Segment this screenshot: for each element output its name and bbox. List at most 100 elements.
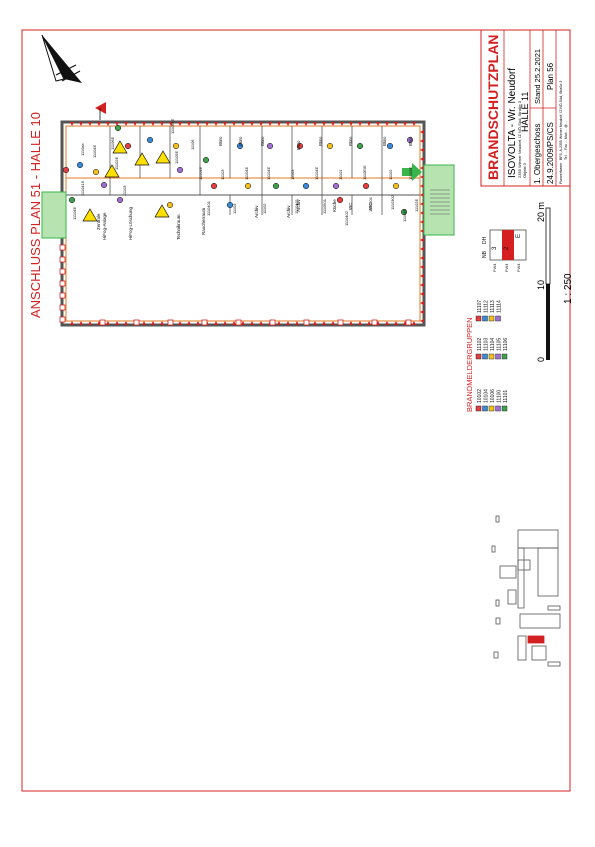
hazard-mark [205,122,209,126]
hazard-mark [376,122,380,126]
hazard-mark [367,122,371,126]
hazard-mark [420,265,424,269]
hazard-mark [420,211,424,215]
brandmelder-id: 11112 [484,300,490,313]
hazard-edge [59,122,424,326]
detector-id-label: 11104E [266,166,271,180]
hazard-mark [124,122,128,126]
detector-icon [482,405,488,412]
floor-label: 1. Obergeschoss [533,124,542,184]
hazard-mark [420,193,424,197]
footer-line-1: BFS, A-2355 Wiener Neudorf, IZ NÖ-Süd, S… [559,81,563,160]
room-label: HiFog-Anlage [102,212,107,240]
hazard-mark [187,122,191,126]
hazard-mark [313,122,317,126]
hazard-mark [259,122,263,126]
detector-icon [114,124,122,132]
detector-icon [210,182,218,190]
hazard-mark [412,122,416,126]
warning-triangle-icon [155,150,171,164]
hazard-mark [286,122,290,126]
brandmelder-id: 11106 [503,338,509,351]
hazard-mark [277,122,281,126]
detector-id-label: 11103 [220,169,225,180]
hazard-mark [178,321,182,325]
detector-id-label: 11104E [198,166,203,180]
warning-triangle-icon [82,208,98,222]
hazard-mark [178,122,182,126]
company-name: ISOVOLTA - Wr. Neudorf [507,68,518,178]
detector-icon [488,353,495,360]
detector-id-label: 1110402 [344,210,349,226]
stand-label: Stand 25.2.2021 [533,49,542,104]
room-label: Archiv [296,199,301,212]
hazard-mark [187,321,191,325]
detector-id-label: 11101 [338,169,343,180]
detector-icon [475,315,482,322]
scale-ratio: 1 : 250 [563,273,574,304]
detector-icon [172,142,180,150]
detector-icon [482,353,488,360]
scale-bar: 0 10 20 m 1 : 250 [536,202,574,362]
room-label: Küche [332,199,337,212]
nb-header: DH [482,236,488,244]
door-mark [59,244,66,251]
detector-id-label: 1110501 [322,198,327,214]
hazard-mark [420,229,424,233]
hazard-mark [313,321,317,325]
outline-route [65,125,421,322]
hazard-mark [97,122,101,126]
detector-icon [62,166,70,174]
hazard-mark [115,321,119,325]
detector-id-label: 1110E/E [362,165,367,180]
hazard-mark [79,122,83,126]
hazard-mark [214,321,218,325]
detector-id-label: 11104E [72,206,77,220]
door-mark [59,316,66,323]
plan-number: Plan 56 [546,62,555,90]
hazard-mark [88,321,92,325]
footer-line-2: Tel. ... Fax ... Mail ... @... [564,121,568,160]
room-label: Büro [238,136,243,146]
hazard-mark [106,321,110,325]
hazard-mark [394,122,398,126]
detector-id-label: 111051E [170,118,175,134]
hazard-mark [268,122,272,126]
hazard-mark [250,122,254,126]
hazard-mark [420,148,424,152]
brandmelder-id: 11103 [484,338,490,351]
detector-icon [76,161,84,169]
room-label: Zentrale [96,213,101,230]
hazard-mark [331,122,335,126]
detector-id-label: 1110401 [294,198,299,214]
brandmelder-id: 10104 [484,389,490,403]
anschluss-label: ANSCHLUSS PLAN 51 - HALLE 10 [28,112,43,318]
detector-icon [495,405,501,412]
detector-id-label: 11103E [402,208,407,222]
fire-flag-icon [95,102,106,120]
hazard-mark [232,122,236,126]
room-label: WC [368,202,373,210]
staircase-left [41,191,67,239]
hazard-mark [151,321,155,325]
room-label: Raucherraum [201,207,206,235]
nb-highlight [502,230,514,260]
room-label: Büro [218,136,223,146]
hazard-mark [412,321,416,325]
detector-icon [100,181,108,189]
warning-triangle-icon [134,152,150,166]
hazard-mark [295,321,299,325]
nb-row-label: FW4 [516,263,521,272]
warning-triangle-icon [154,204,170,218]
detector-icon [326,142,334,150]
room-label: HiFog-Löschung [128,206,133,240]
sheet-frame [21,29,571,792]
room-label: Archiv [254,205,259,218]
scale-tick-20: 20 m [536,202,546,222]
room-label: WC [348,202,353,210]
detector-icon [244,182,252,190]
